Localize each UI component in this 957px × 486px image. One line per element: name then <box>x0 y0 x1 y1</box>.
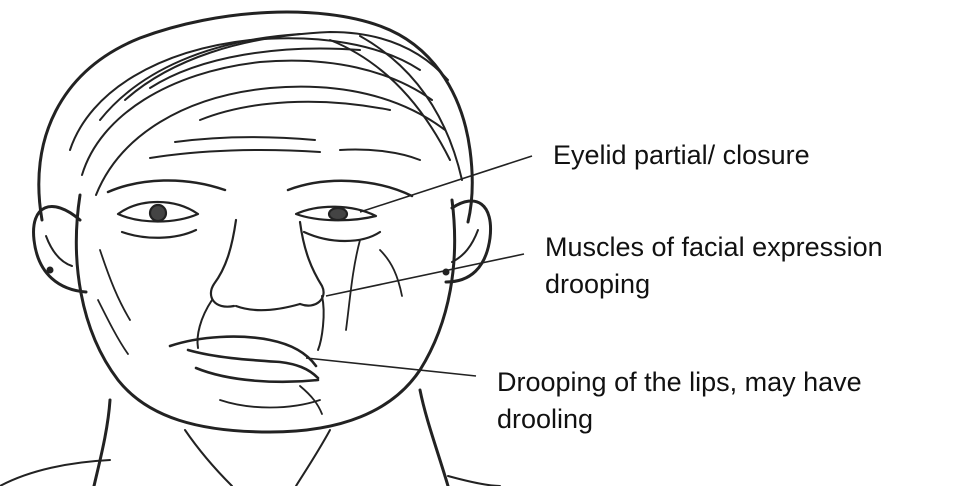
left-eyebrow <box>108 180 225 192</box>
forehead-wrinkles <box>150 137 420 160</box>
hair-strands <box>70 32 462 195</box>
right-eye-drooping <box>296 207 380 241</box>
lips-annotation: Drooping of the lips, may have drooling <box>497 364 862 438</box>
muscles-annotation-line: Muscles of facial expression <box>545 229 883 266</box>
face-contour <box>76 195 454 432</box>
mouth-drooping <box>170 337 318 382</box>
muscles-annotation-line: drooping <box>545 266 883 303</box>
hair-outline <box>39 12 472 222</box>
leader-line-eyelid <box>360 156 532 212</box>
eyelid-annotation: Eyelid partial/ closure <box>553 137 810 174</box>
eyelid-annotation-line: Eyelid partial/ closure <box>553 137 810 174</box>
leader-line-lips <box>306 358 476 376</box>
muscles-annotation: Muscles of facial expression drooping <box>545 229 883 303</box>
left-eye <box>118 202 198 238</box>
neck <box>94 400 110 486</box>
lips-annotation-line: Drooping of the lips, may have <box>497 364 862 401</box>
right-eyebrow <box>288 181 412 196</box>
lips-annotation-line: drooling <box>497 401 862 438</box>
